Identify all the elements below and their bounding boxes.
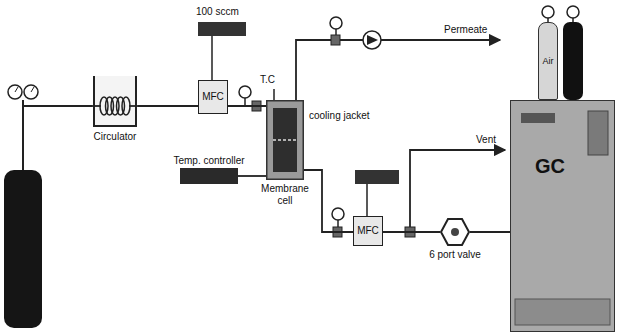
node-caption: 6 port valve: [419, 249, 491, 261]
display-cable: [211, 36, 213, 80]
mfc-display: [355, 170, 399, 184]
thermocouple-wire: [273, 89, 275, 100]
thermocouple-label: T.C: [260, 74, 275, 86]
carrier-gas-cylinder: [563, 22, 583, 100]
node-label: 6 port valve: [419, 249, 491, 261]
node-label: Membrane cell: [257, 183, 313, 206]
valve-symbol: [331, 35, 340, 45]
node-caption: Temp. controller: [163, 155, 255, 167]
heat-exchange-coil: [122, 97, 130, 115]
gauge-stem: [572, 18, 574, 22]
six-port-valve: 6 port valve: [440, 218, 470, 246]
cooling-jacket: [267, 101, 304, 180]
pressure-gauge: [8, 85, 22, 99]
gas-line: [383, 231, 440, 233]
gas-line: [138, 105, 198, 107]
pressure-gauge: [332, 208, 344, 220]
pressure-gauge: [330, 17, 342, 29]
gas-cylinder: [4, 170, 42, 328]
gauge-stem: [337, 220, 339, 227]
gas-line: [304, 170, 353, 232]
pressure-gauge: [542, 6, 554, 18]
gc-display: [521, 113, 555, 123]
node-label: Temp. controller: [163, 155, 255, 167]
cell-body: [273, 108, 297, 172]
gauge-stem: [335, 29, 337, 35]
outlet-label: Vent: [476, 134, 496, 146]
supply-line: [23, 105, 92, 107]
permeate-line: [296, 40, 500, 100]
gc-base: [515, 299, 610, 325]
gas-line: [470, 231, 510, 233]
flow-meter-mark: [367, 35, 378, 45]
pressure-gauge: [567, 6, 579, 18]
mass-flow-controller: MFC: [198, 80, 228, 114]
part-label: cooling jacket: [309, 110, 370, 122]
outlet-label: Permeate: [444, 24, 487, 36]
node-outline: [92, 72, 138, 128]
gauge-stem: [244, 98, 246, 106]
node-label: Circulator: [84, 131, 146, 143]
membrane-cell: Membrane cell: [266, 100, 304, 180]
gas-line: [238, 175, 266, 177]
gas-line: [228, 105, 266, 107]
pressure-gauge: [239, 86, 251, 98]
temperature-controller: Temp. controller: [180, 168, 238, 184]
mass-flow-controller: MFC: [353, 216, 383, 246]
node-outline: [266, 100, 304, 180]
setpoint-label: 100 sccm: [196, 6, 239, 18]
bath-outline: [94, 76, 136, 126]
display-cable: [366, 184, 368, 216]
membrane: [273, 139, 297, 141]
air-cylinder: Air: [538, 22, 558, 100]
node-label: Air: [543, 56, 554, 66]
valve-body: [441, 219, 469, 245]
node-label: MFC: [202, 91, 224, 103]
valve-rotor: [451, 228, 459, 236]
mfc-display: [198, 22, 246, 36]
node-label: MFC: [357, 225, 379, 237]
regulator-stem: [22, 100, 24, 170]
node-caption: Membrane cell: [257, 183, 313, 206]
gas-chromatograph: GC: [510, 100, 615, 332]
node-outline: [440, 218, 470, 246]
node-outline: [511, 101, 616, 333]
gc-panel: [588, 111, 608, 155]
instrument-name: GC: [535, 155, 565, 178]
flow-meter: [363, 31, 381, 49]
node-caption: Circulator: [84, 131, 146, 143]
pressure-gauge: [24, 85, 38, 99]
gauge-needle: [31, 87, 34, 92]
circulator-bath: Circulator: [92, 72, 138, 128]
gauge-needle: [15, 87, 18, 92]
